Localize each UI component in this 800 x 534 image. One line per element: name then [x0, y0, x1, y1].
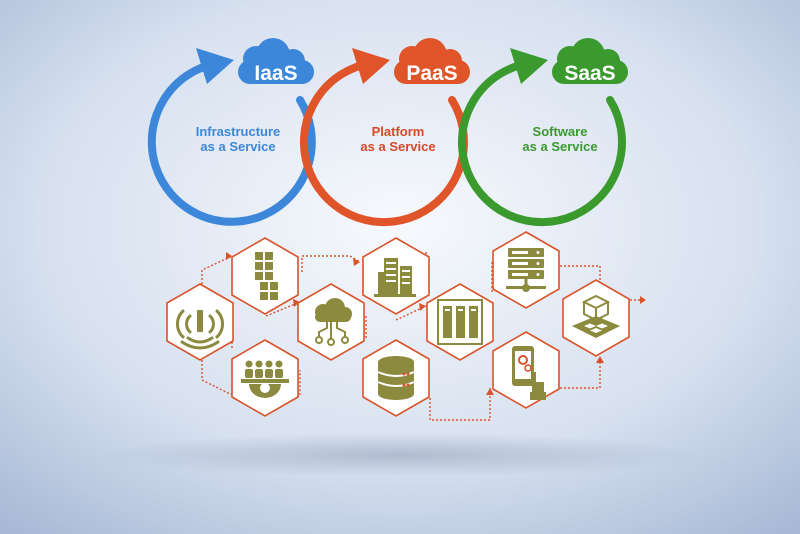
- saas-badge: SaaS: [552, 38, 628, 85]
- paas-arrow-head: [352, 48, 390, 84]
- paas-title-line1: Platform: [372, 124, 425, 139]
- hex-connectors: [201, 252, 646, 421]
- hex-people-gear: [231, 339, 299, 417]
- iaas-badge: IaaS: [238, 38, 314, 85]
- cycle-paas: PaaS Platform as a Service: [299, 38, 470, 227]
- server-racks-icon: [437, 299, 483, 345]
- service-cycles: IaaS Infrastructure as a Service PaaS Pl…: [147, 38, 628, 227]
- mobile-touch-icon: [512, 346, 546, 400]
- server-network-icon: [506, 248, 546, 292]
- cube-platform-icon: [572, 294, 620, 338]
- cloud-network-icon: [315, 298, 352, 346]
- hex-icons: [176, 248, 620, 400]
- connector-arrow-heads: [226, 252, 646, 395]
- paas-badge: PaaS: [394, 38, 470, 85]
- iaas-badge-label: IaaS: [254, 62, 297, 85]
- iaas-title-line1: Infrastructure: [196, 124, 281, 139]
- saas-badge-label: SaaS: [564, 62, 615, 85]
- people-gear-icon: [241, 360, 289, 398]
- cycle-iaas: IaaS Infrastructure as a Service: [147, 38, 316, 226]
- iaas-title-line2: as a Service: [200, 139, 275, 154]
- paas-title-line2: as a Service: [360, 139, 435, 154]
- saas-title-line2: as a Service: [522, 139, 597, 154]
- floor-shadow: [100, 433, 700, 477]
- wifi-icon: [176, 309, 224, 350]
- iaas-arrow-head: [196, 48, 234, 84]
- database-icon: [377, 356, 415, 400]
- building-icon: [374, 258, 416, 297]
- cycle-saas: SaaS Software as a Service: [457, 38, 628, 227]
- paas-badge-label: PaaS: [406, 62, 457, 85]
- cube-blocks-icon: [255, 252, 278, 300]
- saas-ring: [457, 59, 626, 227]
- saas-arrow-head: [510, 48, 548, 84]
- saas-title-line1: Software: [533, 124, 588, 139]
